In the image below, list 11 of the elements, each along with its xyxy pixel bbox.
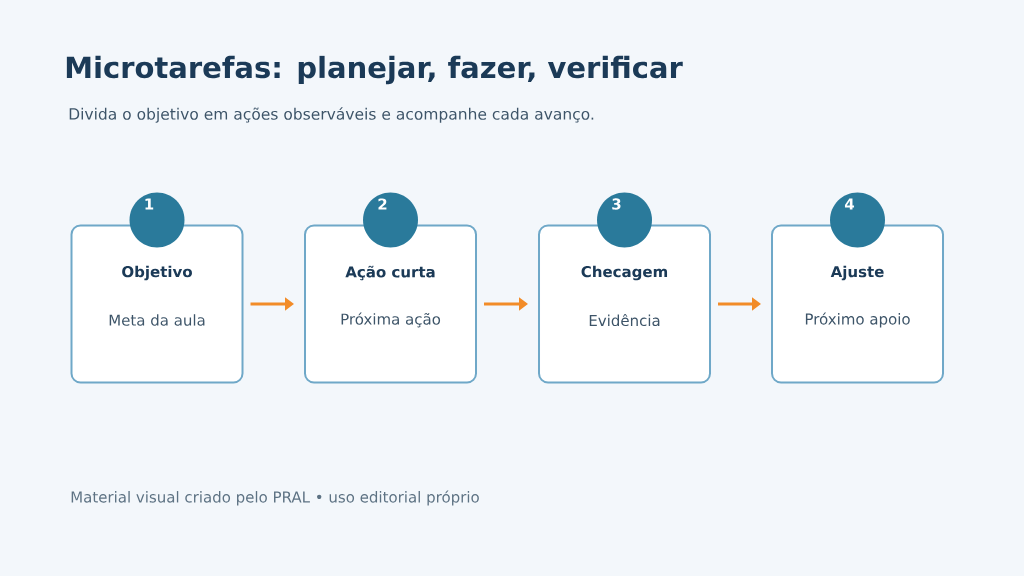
title: Microtarefas: planejar, fazer, verificar: [66, 55, 683, 85]
step-number-badge: 4: [830, 192, 885, 248]
step-number-badge: 1: [129, 192, 185, 248]
step-card: Checagem Evidência: [538, 224, 711, 384]
step-number-badge: 2: [363, 192, 418, 248]
subtitle: Divida o objetivo em ações observáveis e acompanhe cada avanço.: [69, 107, 594, 123]
step-card: Ação curta Próxima ação: [304, 224, 477, 384]
footer-note: Material visual criado pelo PRAL • uso editorial próprio: [71, 490, 479, 506]
step-card: Ajuste Próximo apoio: [771, 224, 944, 384]
step-card: Objetivo Meta da aula: [70, 224, 244, 384]
step-number-badge: 3: [597, 192, 652, 248]
